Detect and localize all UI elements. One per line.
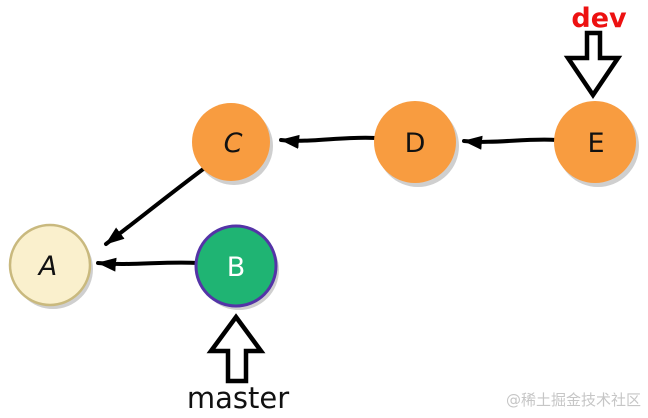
commit-node-e-circle xyxy=(554,101,636,183)
dev-branch-pointer: dev xyxy=(563,3,627,100)
master-branch-label: master xyxy=(187,381,289,415)
dev-down-arrow-icon xyxy=(563,30,623,100)
commit-node-d-label: D xyxy=(405,128,426,159)
edge-c-to-a xyxy=(104,165,208,246)
dev-branch-label: dev xyxy=(571,3,627,34)
edge-b-to-a xyxy=(96,257,200,272)
master-up-arrow-icon xyxy=(206,313,266,384)
commit-node-b-circle xyxy=(194,224,278,308)
commit-node-b: B xyxy=(194,224,278,308)
commit-node-a-label: A xyxy=(37,251,57,282)
commit-node-c: C xyxy=(192,103,270,181)
commit-node-d-circle xyxy=(374,101,456,183)
commit-node-a: A xyxy=(8,223,92,307)
commit-node-e-label: E xyxy=(587,128,604,159)
commit-node-c-label: C xyxy=(224,128,243,159)
commit-node-e: E xyxy=(554,101,636,183)
commit-node-b-label: B xyxy=(227,252,246,283)
watermark: @稀土掘金技术社区 xyxy=(506,391,641,409)
master-branch-pointer: master xyxy=(187,313,289,415)
commit-node-c-circle xyxy=(192,103,270,181)
edge-d-to-c xyxy=(279,134,378,149)
edge-e-to-d xyxy=(462,135,559,150)
commit-node-a-circle xyxy=(8,223,92,307)
commit-node-d: D xyxy=(374,101,456,183)
